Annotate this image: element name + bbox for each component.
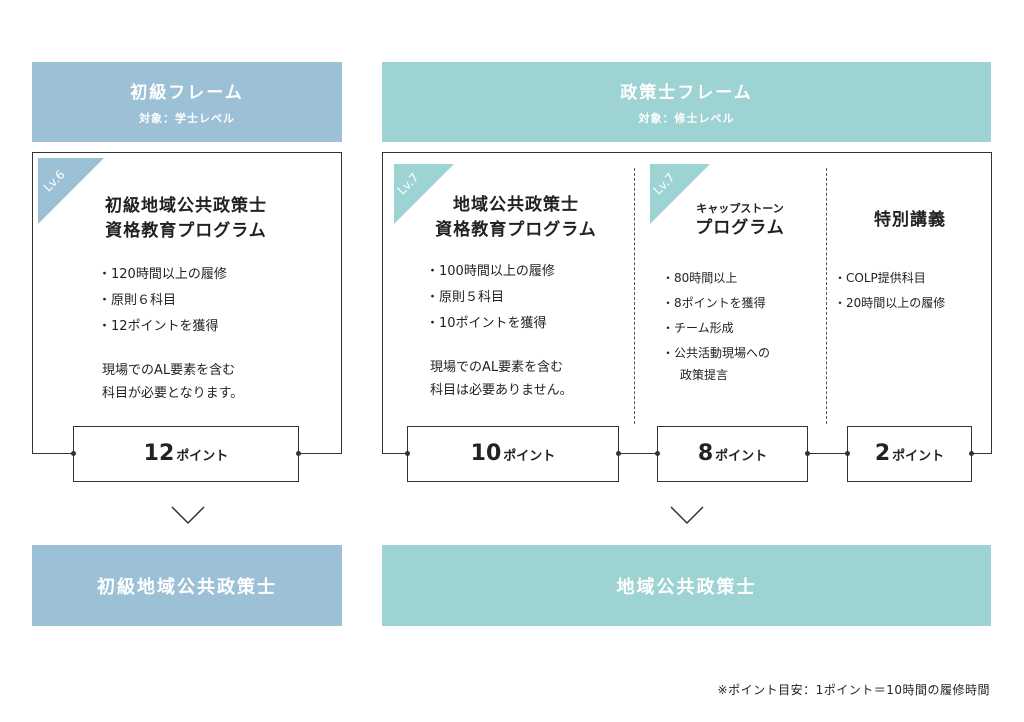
lv7-points-unit: ポイント (503, 449, 556, 464)
lv6-points-unit: ポイント (176, 449, 229, 464)
lv7-note-line1: 現場でのAL要素を含む (430, 360, 564, 375)
lv7-requirements-list: 100時間以上の履修 原則５科目 10ポイントを獲得 (426, 259, 555, 337)
capstone-points-box: 8 ポイント (657, 426, 808, 482)
list-item: COLP提供科目 (834, 266, 945, 291)
policy-result-banner: 地域公共政策士 (382, 545, 991, 626)
policy-connector-right (972, 453, 991, 454)
capstone-points-value: 8 (697, 441, 714, 466)
lv6-title-line1: 初級地域公共政策士 (105, 196, 267, 216)
divider-1 (634, 168, 635, 424)
lv6-note: 現場でのAL要素を含む 科目が必要となります。 (102, 359, 243, 405)
list-item: チーム形成 (662, 316, 770, 341)
policy-connector-2 (808, 453, 848, 454)
lv7-note-line2: 科目は必要ありません。 (430, 383, 573, 398)
list-item: 12ポイントを獲得 (98, 314, 227, 340)
lv6-connector-left (32, 453, 74, 454)
special-dot-left (845, 451, 850, 456)
list-item: 原則６科目 (98, 288, 227, 314)
capstone-title-line1: キャップストーン (696, 202, 784, 215)
beginner-frame-target: 対象：学士レベル (139, 112, 235, 125)
lv6-program-title: 初級地域公共政策士 資格教育プログラム (70, 194, 302, 244)
lv7-points-box: 10 ポイント (407, 426, 619, 482)
capstone-ribbon (650, 164, 710, 224)
list-item: 公共活動現場への (662, 341, 770, 366)
lv7-title-line2: 資格教育プログラム (435, 220, 597, 240)
lv7-title-line1: 地域公共政策士 (453, 195, 579, 215)
lv6-title-line2: 資格教育プログラム (105, 221, 267, 241)
policy-connector-1 (618, 453, 658, 454)
lv7-ribbon (394, 164, 454, 224)
special-dot-right (969, 451, 974, 456)
lv6-requirements-list: 120時間以上の履修 原則６科目 12ポイントを獲得 (98, 262, 227, 340)
chevron-down-icon (670, 506, 704, 525)
lv7-dot-right (616, 451, 621, 456)
special-points-value: 2 (874, 441, 891, 466)
special-lecture-list: COLP提供科目 20時間以上の履修 (834, 266, 945, 316)
policy-frame-banner: 政策士フレーム 対象：修士レベル (382, 62, 991, 142)
lv6-connector-right (298, 453, 341, 454)
capstone-bullet-continuation: 政策提言 (680, 368, 729, 382)
list-item: 80時間以上 (662, 266, 770, 291)
lv7-dot-left (405, 451, 410, 456)
lv7-program-title: 地域公共政策士 資格教育プログラム (410, 193, 622, 243)
beginner-result-banner: 初級地域公共政策士 (32, 545, 342, 626)
lv6-points-box: 12 ポイント (73, 426, 299, 482)
lv7-note: 現場でのAL要素を含む 科目は必要ありません。 (430, 356, 573, 402)
special-lecture-title: 特別講義 (874, 210, 946, 230)
beginner-result-title: 初級地域公共政策士 (97, 576, 277, 598)
lv6-note-line2: 科目が必要となります。 (102, 386, 244, 401)
list-item: 120時間以上の履修 (98, 262, 227, 288)
list-item: 原則５科目 (426, 285, 555, 311)
beginner-frame-title: 初級フレーム (130, 83, 244, 103)
lv6-ribbon (38, 158, 104, 224)
special-points-unit: ポイント (892, 449, 945, 464)
capstone-points-unit: ポイント (715, 449, 768, 464)
points-footnote: ※ポイント目安：1ポイント＝10時間の履修時間 (717, 683, 990, 697)
capstone-title-line2: プログラム (695, 218, 785, 238)
lv6-dot-left (71, 451, 76, 456)
list-item: 10ポイントを獲得 (426, 311, 555, 337)
policy-frame-target: 対象：修士レベル (638, 112, 735, 125)
list-item: 8ポイントを獲得 (662, 291, 770, 316)
policy-result-title: 地域公共政策士 (616, 576, 757, 598)
lv6-points-value: 12 (143, 441, 175, 466)
chevron-down-icon (171, 506, 205, 525)
capstone-dot-right (805, 451, 810, 456)
capstone-requirements-list: 80時間以上 8ポイントを獲得 チーム形成 公共活動現場への (662, 266, 770, 366)
special-points-box: 2 ポイント (847, 426, 972, 482)
lv7-points-value: 10 (470, 441, 502, 466)
list-item: 100時間以上の履修 (426, 259, 555, 285)
lv6-note-line1: 現場でのAL要素を含む (102, 363, 236, 378)
list-item: 20時間以上の履修 (834, 291, 945, 316)
beginner-frame-banner: 初級フレーム 対象：学士レベル (32, 62, 342, 142)
policy-connector-left (382, 453, 408, 454)
capstone-dot-left (655, 451, 660, 456)
lv6-dot-right (296, 451, 301, 456)
divider-2 (826, 168, 827, 424)
policy-frame-title: 政策士フレーム (620, 83, 753, 103)
